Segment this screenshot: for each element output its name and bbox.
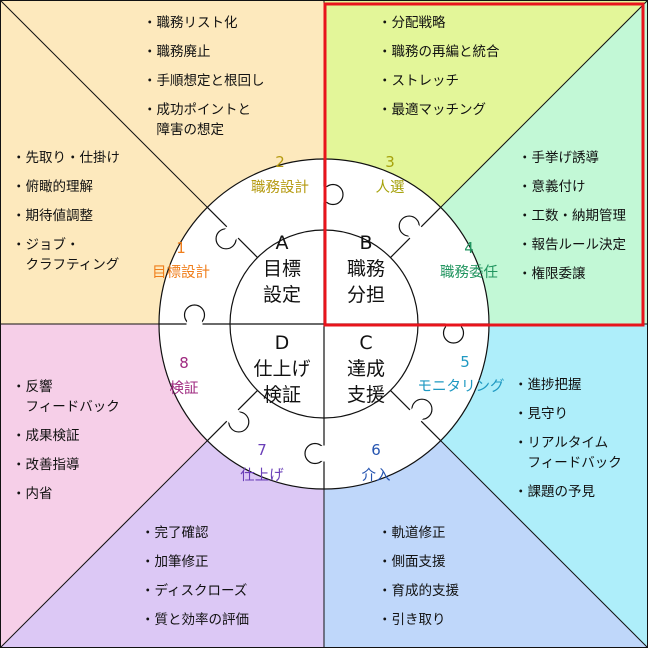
segment-label: 検証 [170,380,199,397]
segment-label: 目標設計 [152,264,210,281]
list-item: ・軌道修正 [378,525,446,541]
list-item: ・意義付け [518,178,586,195]
list-item: ・成功ポイントと [143,102,251,118]
list-item: クラフティング [12,257,119,273]
list-item: ・工数・納期管理 [518,208,626,224]
puzzle-tab-neck [409,406,425,422]
list-item: ・ストレッチ [378,73,459,89]
core-line: 分担 [347,284,385,306]
segment-number: 2 [275,153,285,171]
segment-number: 6 [371,441,381,459]
list-item: ・改善指導 [12,457,80,473]
core-d: D 仕上げ 検証 [253,332,310,406]
core-line: 検証 [263,384,301,406]
list-item: ・引き取り [378,612,446,628]
segment-number: 3 [385,153,395,171]
puzzle-tab-neck [223,226,239,242]
list-item: ・職務の再編と統合 [378,44,500,60]
list-item: ・見守り [514,406,568,422]
puzzle-tab-neck [226,409,242,425]
list-item: ・反響 [12,378,53,395]
list-item: ・ディスクローズ [141,582,247,599]
core-letter: D [275,332,290,354]
list-item: ・育成的支援 [378,583,459,599]
list-item: フィードバック [12,399,120,415]
segment-4: 4 職務委任 [440,239,498,281]
core-c: C 達成 支援 [347,332,385,406]
list-top-right: ・分配戦略 ・職務の再編と統合 ・ストレッチ ・最適マッチング [378,15,500,118]
core-line: 仕上げ [253,358,310,380]
core-line: 支援 [347,384,385,406]
core-b: B 職務 分担 [347,232,385,306]
list-item: 障害の想定 [143,122,224,138]
segment-label: 人選 [376,179,405,196]
segment-1: 1 目標設計 [152,239,210,281]
core-letter: C [359,332,372,354]
core-line: 職務 [347,258,385,280]
list-item: ・内省 [12,486,53,502]
list-item: ・分配戦略 [378,15,446,31]
list-item: ・ジョブ・ [12,236,80,253]
segment-label: 仕上げ [240,467,284,484]
segment-number: 8 [179,354,189,372]
segment-7: 7 仕上げ [240,441,284,484]
list-item: ・先取り・仕掛け [12,150,120,166]
list-item: ・俯瞰的理解 [12,179,93,195]
list-item: ・質と効率の評価 [141,611,249,628]
segment-label: 職務設計 [251,179,309,196]
segment-5: 5 モニタリング [418,353,505,395]
segment-label: 介入 [362,467,391,484]
list-item: ・期待値調整 [12,208,93,224]
core-line: 設定 [263,284,301,306]
list-top-left: ・職務リスト化 ・職務廃止 ・手順想定と根回し ・成功ポイントと 障害の想定 [143,15,265,138]
list-right-upper: ・手挙げ誘導 ・意義付け ・工数・納期管理 ・報告ルール決定 ・権限委譲 [518,150,626,282]
segment-label: モニタリング [418,378,505,395]
puzzle-tab-neck [314,446,330,461]
puzzle-tab-neck [406,223,422,239]
core-line: 目標 [263,258,301,280]
segment-6: 6 介入 [362,441,391,484]
list-item: ・権限委譲 [518,265,586,282]
list-item: ・職務廃止 [143,43,211,60]
highlight-box [323,2,645,327]
segment-3: 3 人選 [376,153,405,196]
list-item: ・手挙げ誘導 [518,150,599,166]
list-item: ・進捗把握 [514,377,582,393]
segment-number: 7 [257,441,267,459]
ring-segments: 1 目標設計 2 職務設計 3 人選 4 職務委任 5 モニタリング 6 介入 … [152,153,505,484]
list-item: ・リアルタイム [514,435,608,451]
segment-number: 5 [460,353,470,371]
segment-number: 1 [176,239,186,257]
list-item: ・課題の予見 [514,484,595,500]
list-left-lower: ・反響 フィードバック ・成果検証 ・改善指導 ・内省 [12,378,120,502]
list-bottom-left: ・完了確認 ・加筆修正 ・ディスクローズ ・質と効率の評価 [141,525,249,628]
puzzle-tab-neck [187,314,202,330]
segment-label: 職務委任 [440,264,498,281]
core-line: 達成 [347,358,385,380]
core-letter: A [276,232,289,254]
list-left-upper: ・先取り・仕掛け ・俯瞰的理解 ・期待値調整 ・ジョブ・ クラフティング [12,150,120,273]
core-a: A 目標 設定 [263,232,301,306]
core-labels: A 目標 設定 B 職務 分担 C 達成 支援 D 仕上げ 検証 [253,232,385,406]
list-right-lower: ・進捗把握 ・見守り ・リアルタイム フィードバック ・課題の予見 [514,377,622,500]
list-bottom-right: ・軌道修正 ・側面支援 ・育成的支援 ・引き取り [378,525,459,628]
segment-2: 2 職務設計 [251,153,309,196]
core-letter: B [359,232,372,254]
list-item: ・加筆修正 [141,554,209,570]
list-item: フィードバック [514,455,622,471]
list-item: ・報告ルール決定 [518,237,626,253]
segment-number: 4 [464,239,474,257]
list-item: ・成果検証 [12,428,80,444]
list-item: ・職務リスト化 [143,15,238,31]
list-item: ・完了確認 [141,525,209,541]
list-item: ・側面支援 [378,554,446,570]
segment-8: 8 検証 [170,354,199,397]
list-item: ・最適マッチング [378,101,486,118]
list-item: ・手順想定と根回し [143,73,265,89]
